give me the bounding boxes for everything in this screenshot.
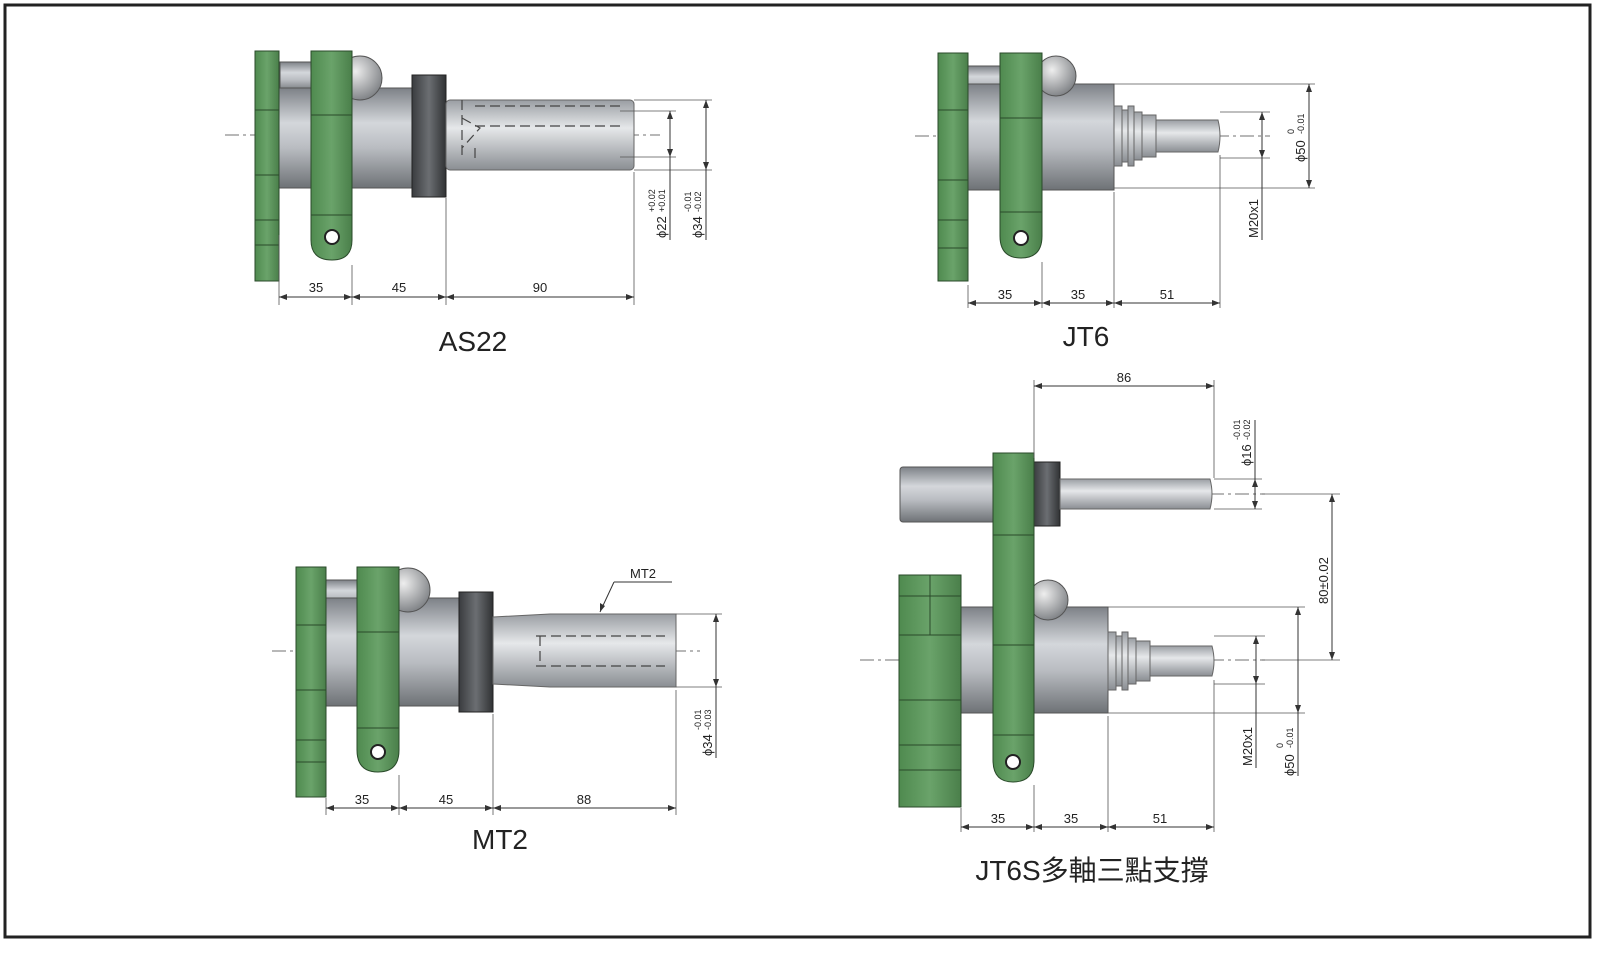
- jt6-threaded-stub: [1113, 105, 1221, 167]
- jt6s-top-length: 86: [1117, 370, 1131, 385]
- as22-clamp: [310, 50, 353, 261]
- jt6s-threaded-stub: [1107, 631, 1215, 691]
- as22-dia-34-tol-lower: -0.02: [693, 191, 703, 212]
- jt6s-hex-nut: [1033, 461, 1061, 527]
- mt2-title: MT2: [472, 824, 528, 855]
- jt6s-thread: M20x1: [1240, 727, 1255, 766]
- jt6-mounting-plate: [937, 52, 969, 282]
- jt6s-dia-50: ϕ50: [1282, 754, 1297, 776]
- jt6-dia-50-tol-lower: -0.01: [1296, 113, 1306, 134]
- mt2-dia-34-tol-upper: -0.01: [693, 709, 703, 730]
- jt6s-title: JT6S多軸三點支撐: [975, 855, 1208, 886]
- mt2-dim-3: 88: [577, 792, 591, 807]
- as22-collar: [411, 74, 447, 198]
- mt2-dim-1: 35: [355, 792, 369, 807]
- as22-title: AS22: [439, 326, 508, 357]
- jt6-mounting-hole: [1013, 230, 1029, 246]
- mt2-callout: MT2: [630, 566, 656, 581]
- jt6-title: JT6: [1063, 321, 1110, 352]
- as22-dim-1: 35: [309, 280, 323, 295]
- jt6s-spacing: 80±0.02: [1316, 557, 1331, 604]
- jt6s-dia-16: ϕ16: [1239, 444, 1254, 466]
- mt2-mounting-plate: [295, 566, 327, 798]
- jt6-clamp: [999, 52, 1043, 259]
- jt6s-dim-3: 51: [1153, 811, 1167, 826]
- as22-dia-22-tol-lower: +0.01: [657, 189, 667, 212]
- mt2-drawing: MT2 35 45 88 ϕ34 -0.01 -0.03 MT2: [272, 566, 722, 855]
- jt6-dim-3: 51: [1160, 287, 1174, 302]
- as22-dim-3: 90: [533, 280, 547, 295]
- mt2-dia-34-tol-lower: -0.03: [703, 709, 713, 730]
- as22-shaft: [445, 99, 635, 171]
- jt6-thread: M20x1: [1246, 199, 1261, 238]
- mt2-dia-34: ϕ34: [700, 734, 715, 756]
- jt6-dim-2: 35: [1071, 287, 1085, 302]
- as22-dia-34-tol-upper: -0.01: [683, 191, 693, 212]
- mt2-mounting-hole: [370, 744, 386, 760]
- jt6s-drawing: 86 ϕ16 -0.01 -0.02 80±0.02 M20x1 ϕ50: [860, 370, 1340, 886]
- jt6-dia-50: ϕ50: [1293, 140, 1308, 162]
- sheet-border: [3, 3, 1592, 939]
- as22-dim-2: 45: [392, 280, 406, 295]
- mt2-dim-2: 45: [439, 792, 453, 807]
- jt6s-clamp: [992, 452, 1035, 783]
- jt6s-pin: [1059, 478, 1213, 510]
- jt6s-dia-16-tol-upper: -0.01: [1232, 419, 1242, 440]
- jt6s-mounting-hole: [1005, 754, 1021, 770]
- jt6s-dia-50-tol-lower: -0.01: [1285, 727, 1295, 748]
- as22-dia-34: ϕ34: [690, 216, 705, 238]
- mt2-collar: [458, 591, 494, 713]
- mt2-clamp: [356, 566, 400, 773]
- as22-mounting-hole: [324, 229, 340, 245]
- jt6-dia-50-tol-upper: 0: [1286, 129, 1296, 134]
- jt6s-dia-16-tol-lower: -0.02: [1242, 419, 1252, 440]
- jt6-dim-1: 35: [998, 287, 1012, 302]
- jt6s-dia-50-tol-upper: 0: [1275, 743, 1285, 748]
- jt6s-dim-1: 35: [991, 811, 1005, 826]
- as22-mounting-plate: [254, 50, 280, 282]
- as22-drawing: 35 45 90 ϕ22 +0.02 +0.01 ϕ34 -0.01 -0.02…: [225, 50, 712, 357]
- as22-dia-22-tol-upper: +0.02: [647, 189, 657, 212]
- as22-dia-22: ϕ22: [654, 216, 669, 238]
- mt2-taper-shaft: [492, 613, 677, 688]
- jt6s-top-shaft: [899, 466, 997, 523]
- jt6s-dim-2: 35: [1064, 811, 1078, 826]
- jt6-drawing: 35 35 51 M20x1 ϕ50 0 -0.01 JT6: [915, 52, 1315, 352]
